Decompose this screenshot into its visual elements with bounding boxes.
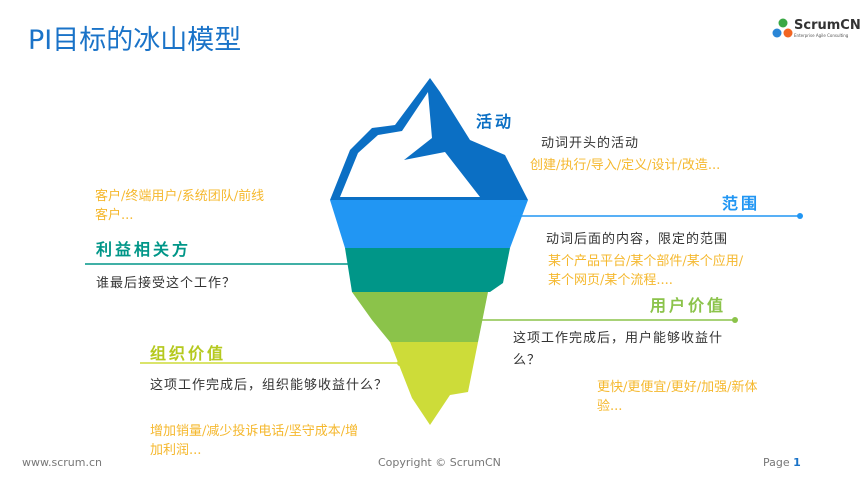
scope-heading: 范围 bbox=[722, 194, 761, 213]
logo-dots-icon bbox=[772, 18, 793, 38]
logo-name: ScrumCN bbox=[794, 18, 861, 33]
scope-examples: 某个产品平台/某个部件/某个应用/某个网页/某个流程.... bbox=[548, 254, 744, 288]
iceberg-snow bbox=[340, 92, 480, 197]
org-value-examples: 增加销量/减少投诉电话/坚守成本/增加利润... bbox=[150, 424, 359, 458]
scope-desc: 动词后面的内容，限定的范围 bbox=[546, 232, 729, 247]
page-title: PI目标的冰山模型 bbox=[28, 25, 242, 56]
iceberg-band-stakeholders bbox=[345, 248, 510, 292]
stakeholders-heading: 利益相关方 bbox=[96, 240, 192, 259]
footer-website[interactable]: www.scrum.cn bbox=[22, 456, 102, 469]
user-value-examples: 更快/更便宜/更好/加强/新体验... bbox=[597, 380, 758, 414]
user-value-desc: 这项工作完成后，用户能够收益什么？ bbox=[513, 331, 724, 368]
activity-examples: 创建/执行/导入/定义/设计/改造... bbox=[530, 158, 721, 173]
user-value-heading: 用户价值 bbox=[650, 296, 727, 315]
org-value-desc: 这项工作完成后，组织能够收益什么？ bbox=[150, 378, 389, 393]
iceberg-band-org-value bbox=[390, 342, 478, 425]
logo-tagline: Enterprise Agile Consulting bbox=[794, 33, 849, 38]
stakeholders-examples: 客户/终端用户/系统团队/前线客户... bbox=[95, 189, 265, 223]
activity-desc: 动词开头的活动 bbox=[541, 136, 640, 151]
iceberg-band-user-value bbox=[352, 292, 488, 342]
activity-heading: 活动 bbox=[476, 112, 515, 131]
page-label: Page bbox=[763, 456, 790, 469]
org-value-heading: 组织价值 bbox=[150, 344, 227, 363]
logo: ScrumCN Enterprise Agile Consulting bbox=[772, 18, 861, 40]
footer-copyright: Copyright © ScrumCN bbox=[378, 456, 501, 469]
page-indicator: Page 1 bbox=[763, 456, 801, 469]
page-number: 1 bbox=[793, 456, 801, 469]
iceberg-band-scope bbox=[330, 200, 528, 248]
stakeholders-desc: 谁最后接受这个工作？ bbox=[96, 276, 237, 291]
